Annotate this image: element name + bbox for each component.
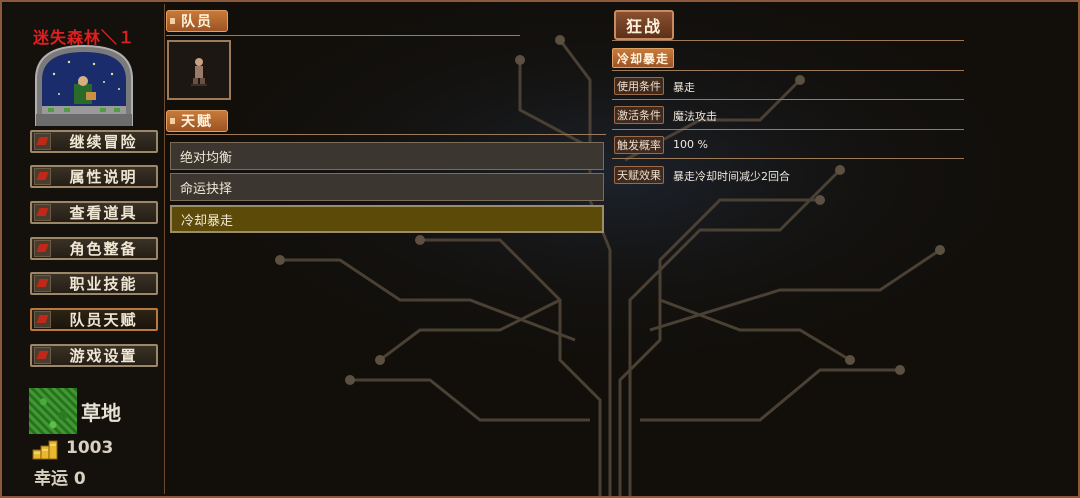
talent-row-cooldown-rampage[interactable]: 冷却暴走 <box>170 205 604 233</box>
menu-label: 职业技能 <box>69 275 138 293</box>
activation-condition-label: 激活条件 <box>614 106 664 124</box>
map-scroll-icon <box>34 133 51 150</box>
menu-label: 继续冒险 <box>69 133 138 151</box>
party-header-label: 队员 <box>181 14 213 30</box>
class-name-badge: 狂战 <box>614 10 674 40</box>
detail-top-divider <box>612 40 964 41</box>
detail-divider <box>612 129 964 130</box>
talent-row-fate-choice[interactable]: 命运抉择 <box>170 173 604 201</box>
talent-effect-label: 天赋效果 <box>614 166 664 184</box>
party-divider <box>166 35 520 36</box>
class-name-label: 狂战 <box>625 17 662 36</box>
talent-row-absolute-balance[interactable]: 绝对均衡 <box>170 142 604 170</box>
detail-divider <box>612 158 964 159</box>
party-member-slot[interactable] <box>167 40 231 100</box>
talent-row-label: 绝对均衡 <box>180 150 233 166</box>
map-scroll-icon <box>34 168 51 185</box>
trigger-chance-value: 100 % <box>673 138 708 151</box>
menu-label: 查看道具 <box>69 204 138 222</box>
luck-stat: 幸运 0 <box>34 469 86 489</box>
area-portrait-image <box>35 44 133 126</box>
area-title: 迷失森林＼１ <box>32 28 135 47</box>
map-scroll-icon <box>34 204 51 221</box>
talent-effect-value: 暴走冷却时间减少2回合 <box>673 170 790 183</box>
menu-party-talents-button[interactable]: 队员天赋 <box>30 308 158 331</box>
detail-divider <box>612 99 964 100</box>
talent-row-label: 冷却暴走 <box>181 213 234 229</box>
use-condition-value: 暴走 <box>673 81 695 94</box>
trigger-chance-label: 触发概率 <box>614 136 664 154</box>
activation-condition-value: 魔法攻击 <box>673 110 717 123</box>
talent-row-label: 命运抉择 <box>180 181 233 197</box>
talent-header-label: 天赋 <box>181 114 213 130</box>
map-scroll-icon <box>34 347 51 364</box>
menu-game-settings-button[interactable]: 游戏设置 <box>30 344 158 367</box>
talent-header: 天赋 <box>166 110 228 132</box>
menu-label: 角色整备 <box>69 240 138 258</box>
use-condition-label: 使用条件 <box>614 77 664 95</box>
menu-label: 队员天赋 <box>69 311 138 329</box>
map-scroll-icon <box>34 240 51 257</box>
menu-view-items-button[interactable]: 查看道具 <box>30 201 158 224</box>
menu-attribute-info-button[interactable]: 属性说明 <box>30 165 158 188</box>
menu-label: 属性说明 <box>69 168 138 186</box>
talent-divider <box>166 134 606 135</box>
gold-coins-icon <box>32 440 58 460</box>
menu-character-prep-button[interactable]: 角色整备 <box>30 237 158 260</box>
menu-label: 游戏设置 <box>69 347 138 365</box>
map-scroll-icon <box>34 311 51 328</box>
detail-divider <box>612 70 964 71</box>
party-member-portrait <box>191 58 207 86</box>
sidebar: 迷失森林＼１ 继续冒险 属性说明 查看道具 角色整备 职业技能 队员 <box>4 4 165 494</box>
terrain-label: 草地 <box>81 401 121 425</box>
map-scroll-icon <box>34 275 51 292</box>
talent-name-label: 冷却暴走 <box>617 51 670 66</box>
gold-amount: 1003 <box>66 438 114 458</box>
terrain-grass-image <box>29 388 77 434</box>
menu-class-skills-button[interactable]: 职业技能 <box>30 272 158 295</box>
menu-continue-adventure-button[interactable]: 继续冒险 <box>30 130 158 153</box>
talent-name-tag: 冷却暴走 <box>612 48 675 68</box>
party-header: 队员 <box>166 10 228 32</box>
